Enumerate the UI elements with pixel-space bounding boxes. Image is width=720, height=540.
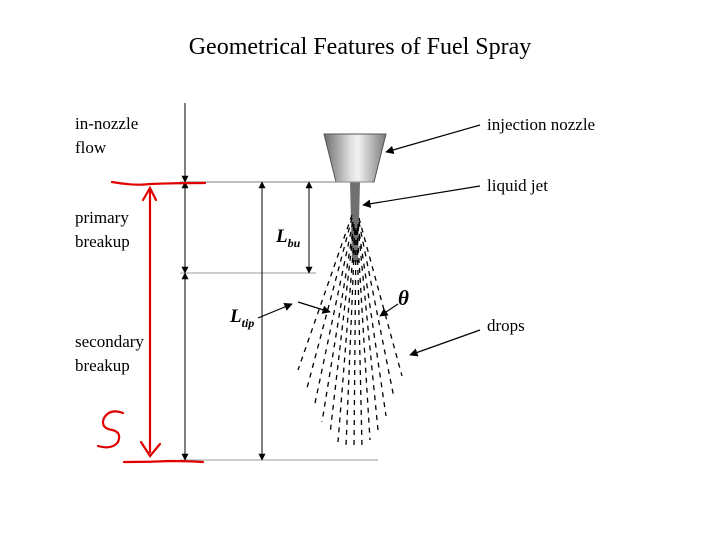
label-primary-breakup: primary breakup — [75, 208, 130, 251]
spray-drops — [297, 214, 403, 449]
symbol-spray-angle: θ — [398, 286, 409, 310]
symbol-tip-length-main: L — [230, 306, 242, 327]
symbol-breakup-length-main: L — [276, 226, 288, 247]
symbol-breakup-length-sub: bu — [287, 235, 301, 250]
label-injection-nozzle: injection nozzle — [487, 115, 596, 134]
handwritten-s-mark — [96, 410, 125, 449]
arrow-tip-label — [257, 302, 293, 319]
symbol-tip-length: Ltip — [230, 306, 254, 331]
handwritten-annotation — [96, 180, 207, 464]
injection-nozzle — [323, 133, 387, 183]
arrow-drops — [409, 329, 481, 357]
label-secondary-breakup: secondary breakup — [75, 332, 144, 375]
arrow-spray-angle-right — [379, 303, 399, 317]
arrow-spray-angle-left — [297, 301, 331, 314]
symbol-tip-length-sub: tip — [241, 315, 255, 330]
label-drops: drops — [487, 316, 525, 335]
arrow-injection-nozzle — [385, 124, 481, 154]
symbol-breakup-length: Lbu — [276, 226, 300, 251]
arrow-liquid-jet — [362, 185, 481, 208]
label-in-nozzle-flow: in-nozzle flow — [75, 114, 139, 157]
label-liquid-jet: liquid jet — [487, 176, 548, 195]
diagram-title: Geometrical Features of Fuel Spray — [188, 34, 532, 60]
